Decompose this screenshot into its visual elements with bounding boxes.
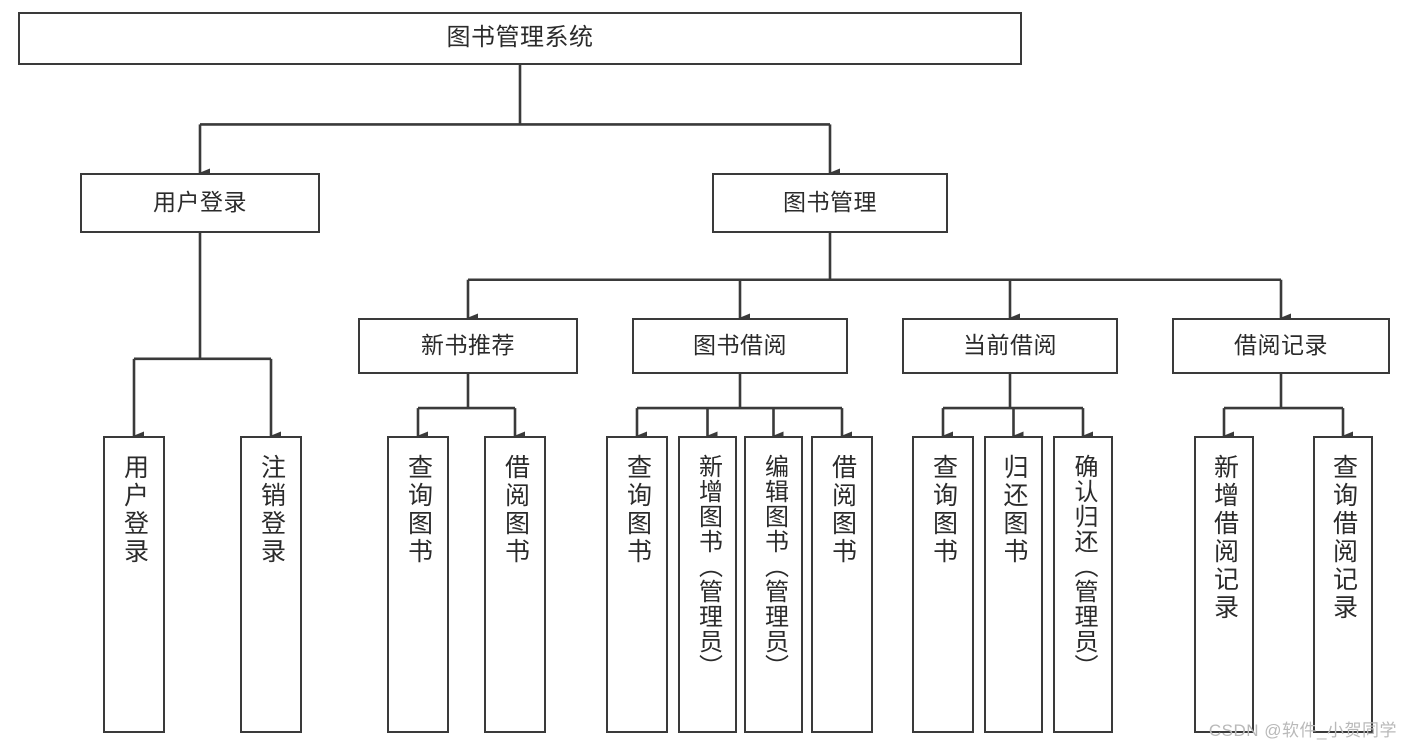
node-label: 新书推荐: [421, 332, 515, 359]
node-label: 借阅图书: [501, 454, 530, 566]
node-user-login[interactable]: 用户登录: [80, 173, 320, 233]
node-label: 图书管理系统: [446, 24, 594, 52]
node-leaf-borrow-book-2[interactable]: 借阅图书: [811, 436, 873, 733]
node-leaf-query-book-3[interactable]: 查询图书: [912, 436, 974, 733]
watermark-label: CSDN @软件_小贺同学: [1208, 721, 1397, 740]
connector-lines: [132, 65, 1353, 441]
node-label: 查询借阅记录: [1329, 454, 1358, 622]
node-leaf-borrow-book-1[interactable]: 借阅图书: [484, 436, 546, 733]
node-leaf-return-book[interactable]: 归还图书: [984, 436, 1043, 733]
node-leaf-logout[interactable]: 注销登录: [240, 436, 302, 733]
node-leaf-add-book[interactable]: 新增图书（管理员）: [678, 436, 737, 733]
node-leaf-confirm-ret[interactable]: 确认归还（管理员）: [1053, 436, 1113, 733]
node-label: 当前借阅: [963, 332, 1057, 359]
node-leaf-user-login[interactable]: 用户登录: [103, 436, 165, 733]
node-label: 新增图书（管理员）: [694, 454, 722, 679]
node-label: 借阅图书: [828, 454, 857, 566]
node-label: 编辑图书（管理员）: [760, 454, 788, 679]
node-label: 查询图书: [623, 454, 652, 566]
node-label: 归还图书: [1000, 454, 1028, 566]
node-label: 查询图书: [929, 454, 958, 566]
node-root[interactable]: 图书管理系统: [18, 12, 1022, 65]
node-label: 注销登录: [257, 454, 286, 566]
node-cur-borrow[interactable]: 当前借阅: [902, 318, 1118, 374]
node-label: 新增借阅记录: [1210, 454, 1239, 622]
node-leaf-query-record[interactable]: 查询借阅记录: [1313, 436, 1373, 733]
node-leaf-query-book-1[interactable]: 查询图书: [387, 436, 449, 733]
node-book-borrow[interactable]: 图书借阅: [632, 318, 848, 374]
node-label: 图书借阅: [693, 332, 787, 359]
node-borrow-rec[interactable]: 借阅记录: [1172, 318, 1390, 374]
node-leaf-add-record[interactable]: 新增借阅记录: [1194, 436, 1254, 733]
node-label: 查询图书: [404, 454, 433, 566]
node-label: 用户登录: [153, 189, 247, 216]
node-book-mgmt[interactable]: 图书管理: [712, 173, 948, 233]
node-label: 图书管理: [783, 189, 877, 216]
node-label: 用户登录: [120, 454, 149, 566]
node-label: 借阅记录: [1234, 332, 1328, 359]
node-new-book-rec[interactable]: 新书推荐: [358, 318, 578, 374]
node-leaf-edit-book[interactable]: 编辑图书（管理员）: [744, 436, 803, 733]
node-leaf-query-book-2[interactable]: 查询图书: [606, 436, 668, 733]
node-label: 确认归还（管理员）: [1070, 454, 1097, 679]
